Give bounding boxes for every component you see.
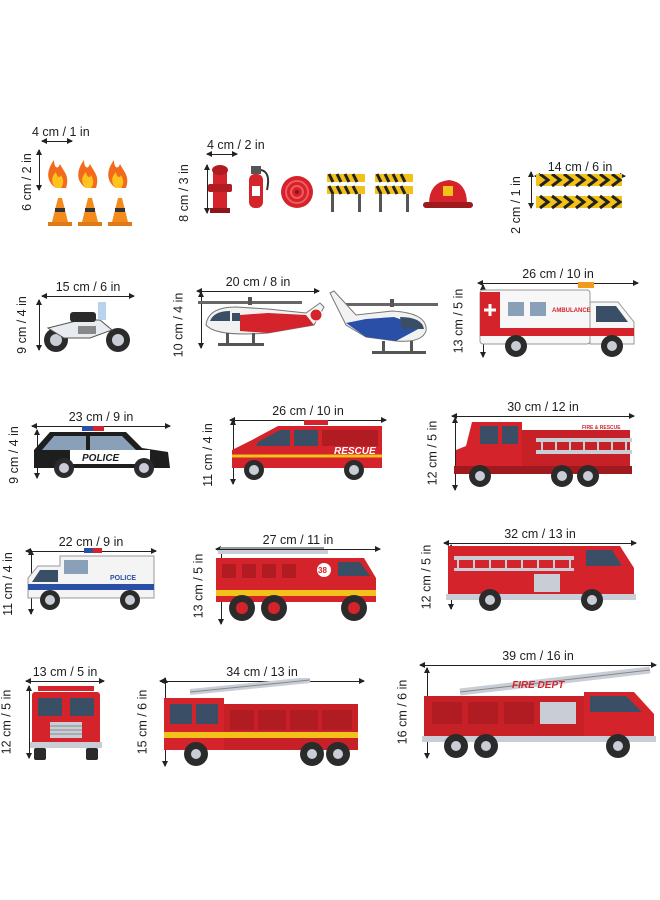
- fire-dept-width-dim: 39 cm / 16 in: [419, 649, 657, 668]
- helicopters-height-text: 10 cm / 4 in: [171, 292, 185, 358]
- pumper-width-dim: 32 cm / 13 in: [443, 527, 637, 546]
- fire-dept-truck-sticker: FIRE DEPT: [422, 666, 656, 758]
- hose-reel-icon: [281, 176, 313, 208]
- fire-dept-width-label: 39 cm / 16 in: [502, 649, 574, 663]
- flames-width-dim: 4 cm / 1 in: [32, 125, 90, 144]
- fire-helmet-icon: [423, 180, 473, 208]
- police-van-height-text: 11 cm / 4 in: [1, 552, 15, 616]
- motorcycle-height-text: 9 cm / 4 in: [15, 296, 30, 354]
- fire-dept-height-text: 16 cm / 6 in: [395, 679, 409, 745]
- flames-width-label: 4 cm / 1 in: [32, 125, 90, 139]
- hazard-tape-sticker: [536, 174, 622, 210]
- ladder-truck-height-text: 15 cm / 6 in: [135, 689, 149, 755]
- helicopters-sticker: [198, 290, 438, 354]
- fire-rescue-truck-height-dim: [440, 417, 458, 491]
- ambulance-height-text: 13 cm / 5 in: [451, 288, 465, 354]
- tools-height-text: 8 cm / 3 in: [177, 164, 192, 222]
- rescue-helicopter-icon: [198, 297, 325, 346]
- truck-38-width-label: 27 cm / 11 in: [262, 533, 334, 547]
- police-suv-width-label: 23 cm / 9 in: [68, 410, 134, 424]
- tape-height-dim: [516, 171, 534, 209]
- tools-width-label: 4 cm / 2 in: [207, 138, 265, 152]
- police-helicopter-icon: [329, 290, 438, 354]
- helicopters-width-label: 20 cm / 8 in: [225, 275, 291, 289]
- traffic-cone-icon: [108, 198, 132, 226]
- police-van-text: POLICE: [110, 575, 136, 582]
- flame-icon: [78, 160, 98, 188]
- flames-height-dim: [24, 149, 42, 191]
- police-motorcycle-sticker: [44, 302, 130, 352]
- pumper-width-label: 32 cm / 13 in: [504, 527, 576, 541]
- rescue-text: RESCUE: [334, 446, 376, 457]
- truck-number-text: 38: [318, 566, 327, 575]
- rescue-truck-sticker: RESCUE: [232, 420, 382, 480]
- motorcycle-width-dim: 15 cm / 6 in: [41, 280, 135, 299]
- police-van-sticker: POLICE: [27, 548, 155, 610]
- tape-height-text: 2 cm / 1 in: [509, 176, 524, 234]
- front-truck-height-text: 12 cm / 5 in: [0, 689, 13, 755]
- front-truck-height-dim: [14, 685, 32, 759]
- road-barrier-icon: [375, 173, 413, 212]
- ambulance-text: AMBULANCE: [552, 308, 591, 314]
- ambulance-width-label: 26 cm / 10 in: [522, 267, 594, 281]
- ambulance-width-dim: 26 cm / 10 in: [477, 267, 639, 286]
- traffic-cone-icon: [78, 198, 102, 226]
- fire-extinguisher-icon: [249, 166, 270, 208]
- ladder-truck-width-label: 34 cm / 13 in: [226, 665, 298, 679]
- fire-truck-38-sticker: 38: [216, 547, 376, 621]
- ladder-truck-sticker: [164, 678, 358, 766]
- ambulance-sticker: AMBULANCE: [479, 282, 635, 357]
- fire-rescue-truck-width-label: 30 cm / 12 in: [507, 400, 579, 414]
- fire-tools-sticker: [208, 165, 473, 213]
- fire-rescue-truck-width-dim: 30 cm / 12 in: [451, 400, 635, 419]
- pumper-truck-sticker: [446, 546, 636, 611]
- flames-height-text: 6 cm / 2 in: [20, 153, 35, 211]
- motorcycle-width-label: 15 cm / 6 in: [55, 280, 121, 294]
- rescue-truck-width-label: 26 cm / 10 in: [272, 404, 344, 418]
- police-van-width-label: 22 cm / 9 in: [58, 535, 124, 549]
- rescue-truck-height-text: 11 cm / 4 in: [201, 423, 215, 487]
- fire-rescue-text: FIRE & RESCUE: [582, 425, 621, 431]
- fire-hydrant-icon: [208, 165, 232, 213]
- front-truck-width-dim: 13 cm / 5 in: [25, 665, 105, 684]
- motorcycle-height-dim: [24, 299, 42, 351]
- tools-height-dim: [192, 164, 210, 214]
- police-suv-height-text: 9 cm / 4 in: [7, 426, 22, 484]
- pumper-height-text: 12 cm / 5 in: [419, 544, 433, 610]
- tape-width-label: 14 cm / 6 in: [547, 160, 613, 174]
- police-suv-text: POLICE: [82, 453, 120, 464]
- tools-width-dim: 4 cm / 2 in: [206, 138, 265, 157]
- road-barrier-icon: [327, 173, 365, 212]
- fire-rescue-truck-sticker: FIRE & RESCUE: [454, 422, 632, 487]
- flame-icon: [108, 160, 128, 188]
- fire-rescue-truck-height-text: 12 cm / 5 in: [425, 420, 439, 486]
- front-fire-truck-sticker: [30, 686, 102, 760]
- police-suv-sticker: POLICE: [34, 426, 170, 478]
- flame-icon: [48, 160, 68, 188]
- helicopters-height-dim: [186, 291, 204, 349]
- truck-38-height-text: 13 cm / 5 in: [191, 553, 205, 619]
- flames-and-cones-sticker: [48, 160, 132, 226]
- front-truck-width-label: 13 cm / 5 in: [32, 665, 98, 679]
- fire-dept-text: FIRE DEPT: [512, 680, 565, 691]
- traffic-cone-icon: [48, 198, 72, 226]
